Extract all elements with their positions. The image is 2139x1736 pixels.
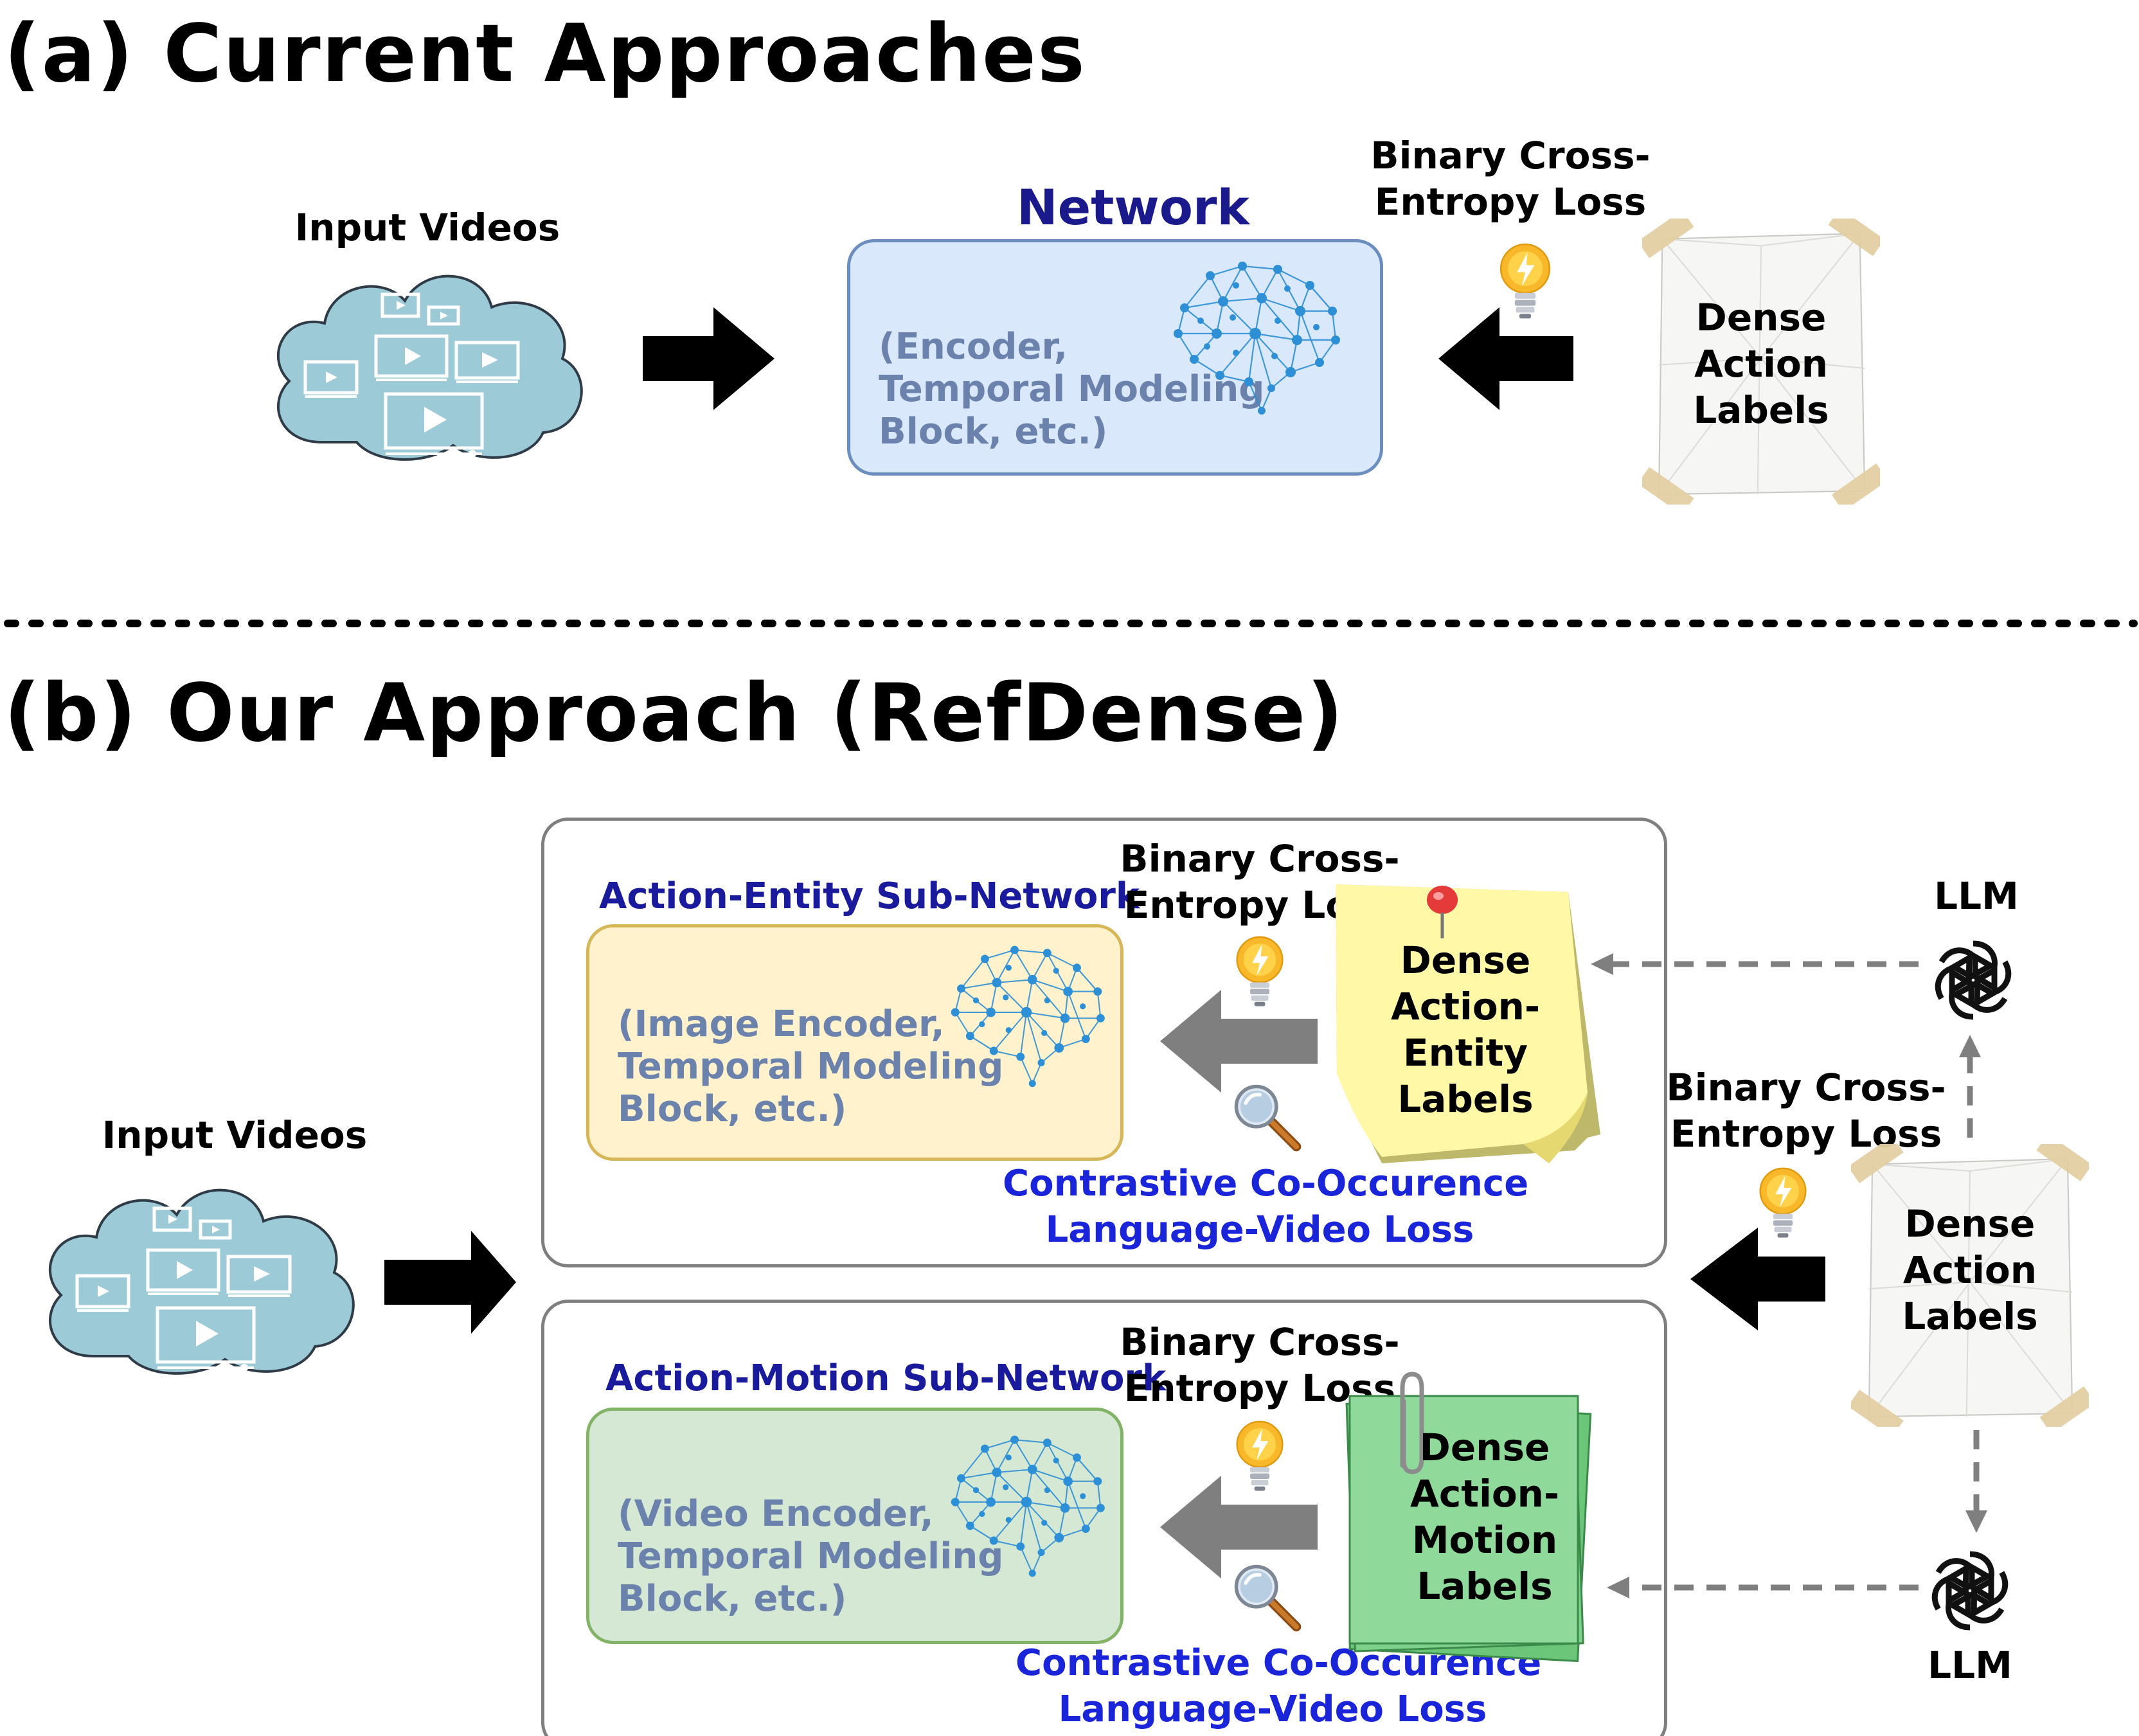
bce-loss-line: Binary Cross- [1120,1320,1400,1364]
entity-subnet-title: Action-Entity Sub-Network [599,875,1140,917]
bce-loss-line: Entropy Loss [1374,180,1647,224]
note-line: Dense [1419,1426,1550,1469]
note-line: Labels [1417,1564,1553,1608]
contrastive-line: Contrastive Co-Occurence [1003,1163,1529,1204]
network-text-line: Block, etc.) [879,411,1108,452]
entity-subnet-text: (Image Encoder, Temporal Modeling Block,… [618,1003,1003,1131]
dense-action-entity-labels: Dense Action- Entity Labels [1369,937,1562,1122]
note-line: Labels [1693,388,1829,432]
section-b-title: (b) Our Approach (RefDense) [4,667,1345,760]
network-text-line: Temporal Modeling [879,368,1265,410]
arrow-left-icon [1690,1228,1825,1330]
note-line: Entity [1402,1031,1528,1075]
green-sticky-notes [1345,1395,1592,1662]
network-text: (Encoder, Temporal Modeling Block, etc.) [879,326,1264,453]
yellow-sticky-note [1336,884,1600,1163]
entity-subnet-box: (Image Encoder, Temporal Modeling Block,… [586,924,1123,1161]
arrow-right-icon [643,307,774,410]
arrow-left-icon [1438,307,1573,410]
motion-subnet-title: Action-Motion Sub-Network [605,1357,1167,1399]
entity-text-line: Temporal Modeling [618,1046,1004,1087]
note-line: Action [1694,342,1828,386]
note-line: Labels [1397,1077,1534,1121]
motion-text-line: (Video Encoder, [618,1493,934,1535]
note-line: Action- [1410,1472,1560,1516]
network-title: Network [1017,179,1249,236]
entity-text-line: (Image Encoder, [618,1003,945,1045]
motion-text-line: Block, etc.) [618,1578,847,1620]
entity-contrastive-loss: Contrastive Co-Occurence Language-Video … [1003,1161,1529,1253]
arrow-right-icon [384,1231,516,1334]
bce-loss-line: Binary Cross- [1666,1066,1946,1109]
note-line: Motion [1411,1518,1558,1562]
motion-text-line: Temporal Modeling [618,1535,1004,1577]
bce-loss-label: Binary Cross- Entropy Loss [1350,132,1671,225]
note-line: Action- [1390,985,1541,1028]
motion-subnet-text: (Video Encoder, Temporal Modeling Block,… [618,1493,1003,1620]
pushpin-icon [1427,886,1458,938]
llm-label-top: LLM [1934,874,2019,918]
input-videos-label-b: Input Videos [102,1113,368,1157]
bce-loss-line: Binary Cross- [1120,837,1400,881]
input-videos-label: Input Videos [294,206,560,249]
right-bce-loss-label: Binary Cross- Entropy Loss [1645,1064,1967,1157]
gray-arrow-left-icon [1160,1476,1318,1579]
entity-text-line: Block, etc.) [618,1088,847,1130]
llm-label-bottom: LLM [1928,1643,2012,1687]
gray-arrow-left-icon [1160,990,1318,1093]
contrastive-line: Language-Video Loss [1058,1688,1487,1730]
dense-action-labels-b: Dense Action Labels [1874,1201,2066,1339]
bce-loss-line: Binary Cross- [1370,134,1651,177]
note-line: Action [1902,1248,2037,1292]
note-line: Dense [1904,1202,2036,1246]
network-box: (Encoder, Temporal Modeling Block, etc.) [847,239,1383,476]
section-a-title: (a) Current Approaches [4,8,1086,100]
contrastive-line: Language-Video Loss [1045,1209,1474,1251]
dense-action-labels-a: Dense Action Labels [1665,294,1857,433]
note-line: Dense [1696,296,1827,339]
note-line: Labels [1902,1294,2038,1338]
note-line: Dense [1400,938,1531,982]
dense-action-motion-labels: Dense Action- Motion Labels [1388,1424,1581,1609]
motion-subnet-box: (Video Encoder, Temporal Modeling Block,… [586,1408,1123,1644]
paperclip-icon [1400,1372,1424,1474]
network-text-line: (Encoder, [879,326,1068,368]
motion-bce-loss-label: Binary Cross- Entropy Loss [1099,1319,1420,1411]
